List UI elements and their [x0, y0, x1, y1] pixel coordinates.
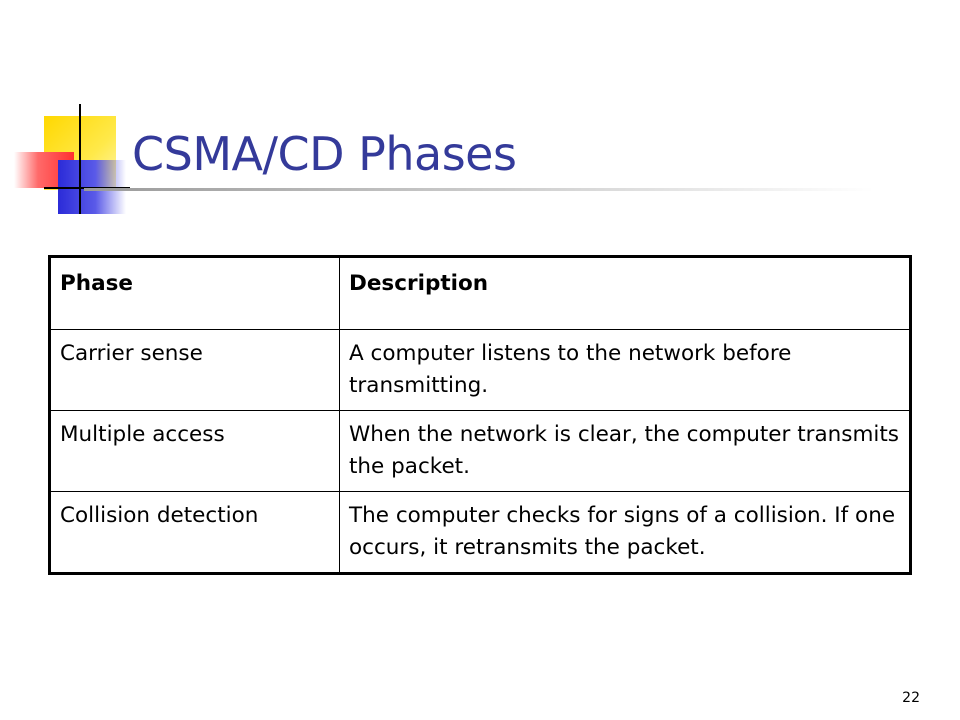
description-cell: The computer checks for signs of a colli…	[339, 491, 911, 574]
title-underline	[84, 188, 874, 191]
logo-vertical-line	[79, 104, 81, 214]
header-phase: Phase	[49, 256, 340, 330]
phases-table: Phase Description Carrier sense A comput…	[48, 255, 912, 575]
header-description: Description	[339, 256, 911, 330]
slide-decoration-logo	[0, 0, 150, 230]
phase-cell: Multiple access	[49, 410, 340, 492]
table-row: Collision detection The computer checks …	[49, 491, 911, 574]
description-cell: A computer listens to the network before…	[339, 329, 911, 411]
description-cell: When the network is clear, the computer …	[339, 410, 911, 492]
table-row: Carrier sense A computer listens to the …	[49, 329, 911, 411]
phase-cell: Collision detection	[49, 491, 340, 574]
page-number: 22	[902, 690, 920, 706]
slide-title: CSMA/CD Phases	[132, 127, 517, 181]
table-row: Multiple access When the network is clea…	[49, 410, 911, 492]
table-header-row: Phase Description	[49, 256, 911, 330]
phase-cell: Carrier sense	[49, 329, 340, 411]
